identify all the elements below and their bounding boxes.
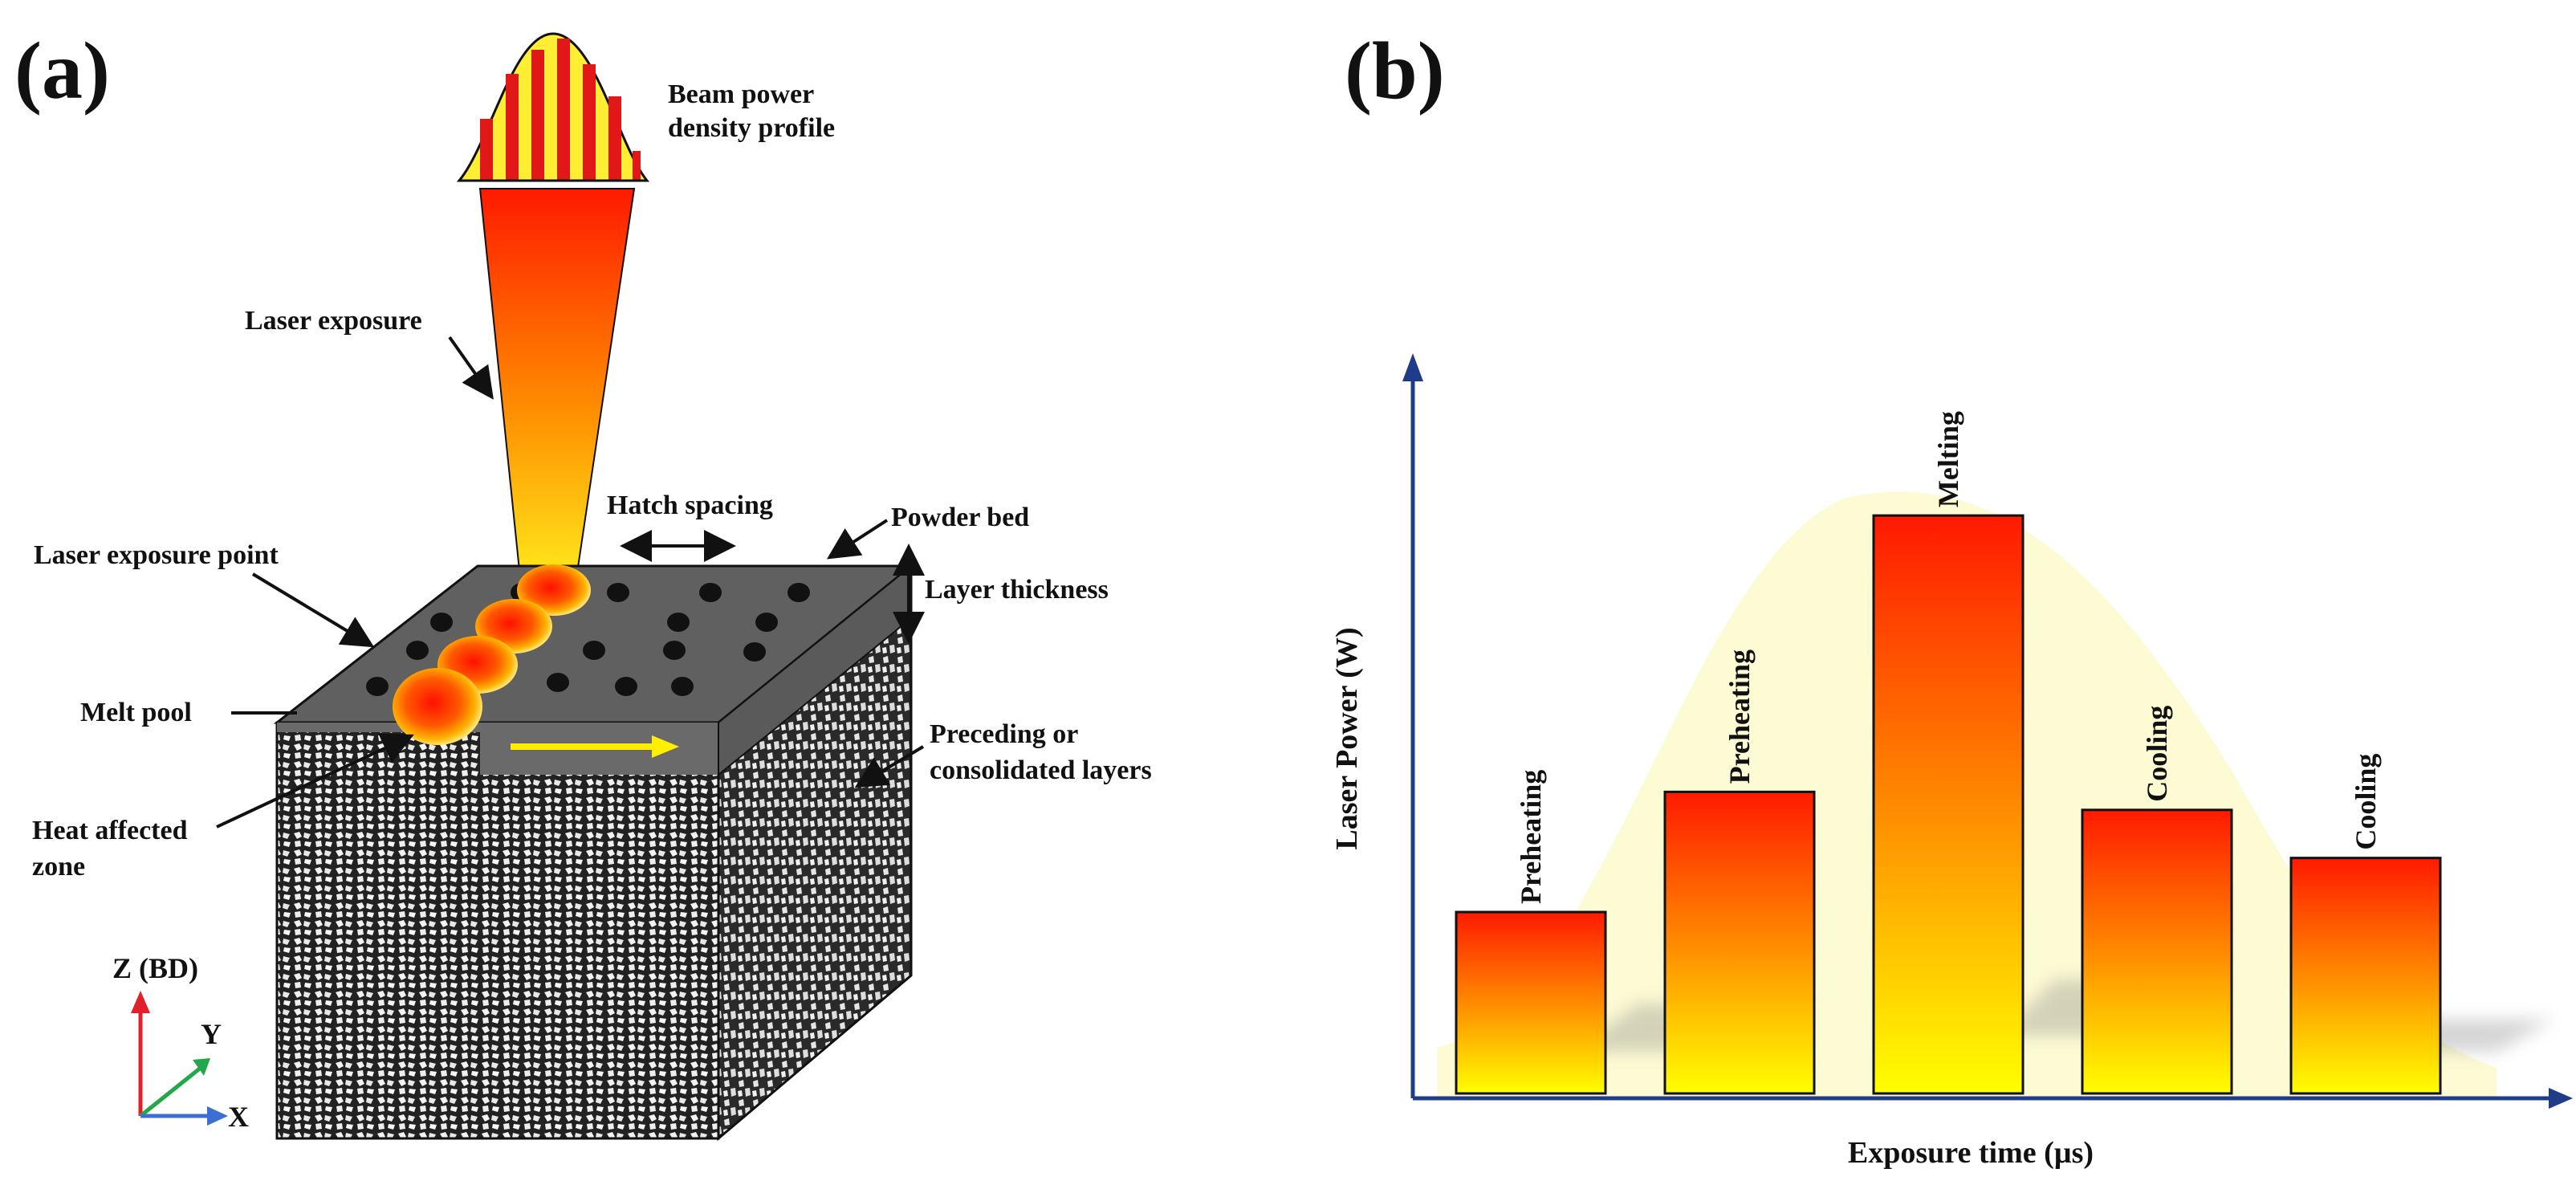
x-axis-title: Exposure time (µs) — [1848, 1136, 2094, 1170]
bar-4 — [2081, 808, 2233, 1095]
panel-b-label: (b) — [1345, 26, 1445, 116]
powder-bed-label: Powder bed — [891, 503, 1029, 532]
y-axis-label: Y — [201, 1018, 222, 1050]
powder-bed-arrow — [826, 519, 889, 560]
laser-exposure-point-arrow — [251, 572, 375, 648]
bar-1 — [1455, 910, 1607, 1095]
haz-arrow — [216, 733, 414, 829]
bar-2 — [1663, 790, 1816, 1095]
chart-axes — [1402, 353, 2573, 1109]
panel-a: (a) Beam power density profile Laser exp… — [14, 26, 1152, 1142]
bar-label-5: Cooling — [2350, 754, 2382, 850]
preceding-arrow — [854, 745, 925, 788]
laser-exposure-point-label: Laser exposure point — [34, 540, 279, 570]
laser-exposure-arrow — [448, 336, 494, 400]
melt-pool-spots — [393, 564, 591, 745]
bar-label-3: Melting — [1932, 411, 1964, 507]
bar-series — [1455, 514, 2442, 1095]
x-axis-label: X — [228, 1101, 249, 1133]
coordinate-axes — [131, 991, 228, 1126]
melt-pool-label: Melt pool — [80, 698, 192, 727]
haz-label-line1: Heat affected — [32, 816, 188, 845]
haz-label-line2: zone — [32, 852, 85, 882]
scan-direction-arrow — [511, 735, 679, 758]
preceding-label-line1: Preceding or — [930, 719, 1078, 749]
layer-front-edge — [277, 723, 718, 775]
y-axis-title: Laser Power (W) — [1330, 627, 1364, 849]
laser-exposure-label: Laser exposure — [245, 306, 422, 336]
preceding-label-line2: consolidated layers — [930, 755, 1152, 785]
beam-profile-label-line1: Beam power — [668, 79, 814, 109]
z-axis-label: Z (BD) — [112, 952, 198, 984]
bar-5 — [2289, 857, 2442, 1095]
block-front-face — [275, 721, 720, 1140]
layer-thickness-label: Layer thickness — [925, 575, 1109, 605]
beam-profile-icon — [456, 32, 650, 182]
bar-label-4: Cooling — [2141, 706, 2173, 802]
hatch-spacing-label: Hatch spacing — [607, 491, 773, 520]
beam-profile-label-line2: density profile — [668, 113, 835, 143]
y-axis-line — [139, 1066, 202, 1118]
bar-label-1: Preheating — [1515, 770, 1547, 904]
bar-label-2: Preheating — [1723, 649, 1756, 784]
panel-a-label: (a) — [14, 26, 110, 116]
bar-3 — [1872, 514, 2025, 1095]
